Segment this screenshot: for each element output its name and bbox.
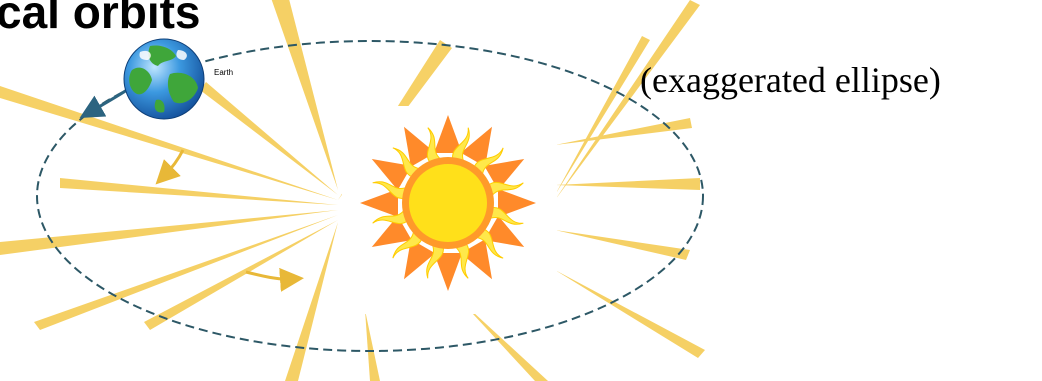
earth-globe-icon (124, 39, 204, 119)
sun-ray (555, 0, 700, 200)
sun-ray (270, 0, 338, 190)
sun-icon (342, 106, 557, 314)
ellipse-note: (exaggerated ellipse) (640, 60, 941, 100)
sun-ray (555, 270, 705, 358)
sun-ray (555, 178, 700, 190)
direction-arrow (246, 272, 292, 279)
earth-motion-arrow (90, 88, 130, 112)
earth-label: Earth (214, 68, 233, 77)
sun-ray (555, 118, 692, 145)
sun-ray (555, 230, 690, 260)
page-title: cal orbits (0, 0, 201, 38)
sun-ray (365, 310, 380, 381)
sun-ray (60, 178, 338, 205)
direction-arrow (164, 150, 183, 176)
sun-ray (555, 36, 650, 195)
